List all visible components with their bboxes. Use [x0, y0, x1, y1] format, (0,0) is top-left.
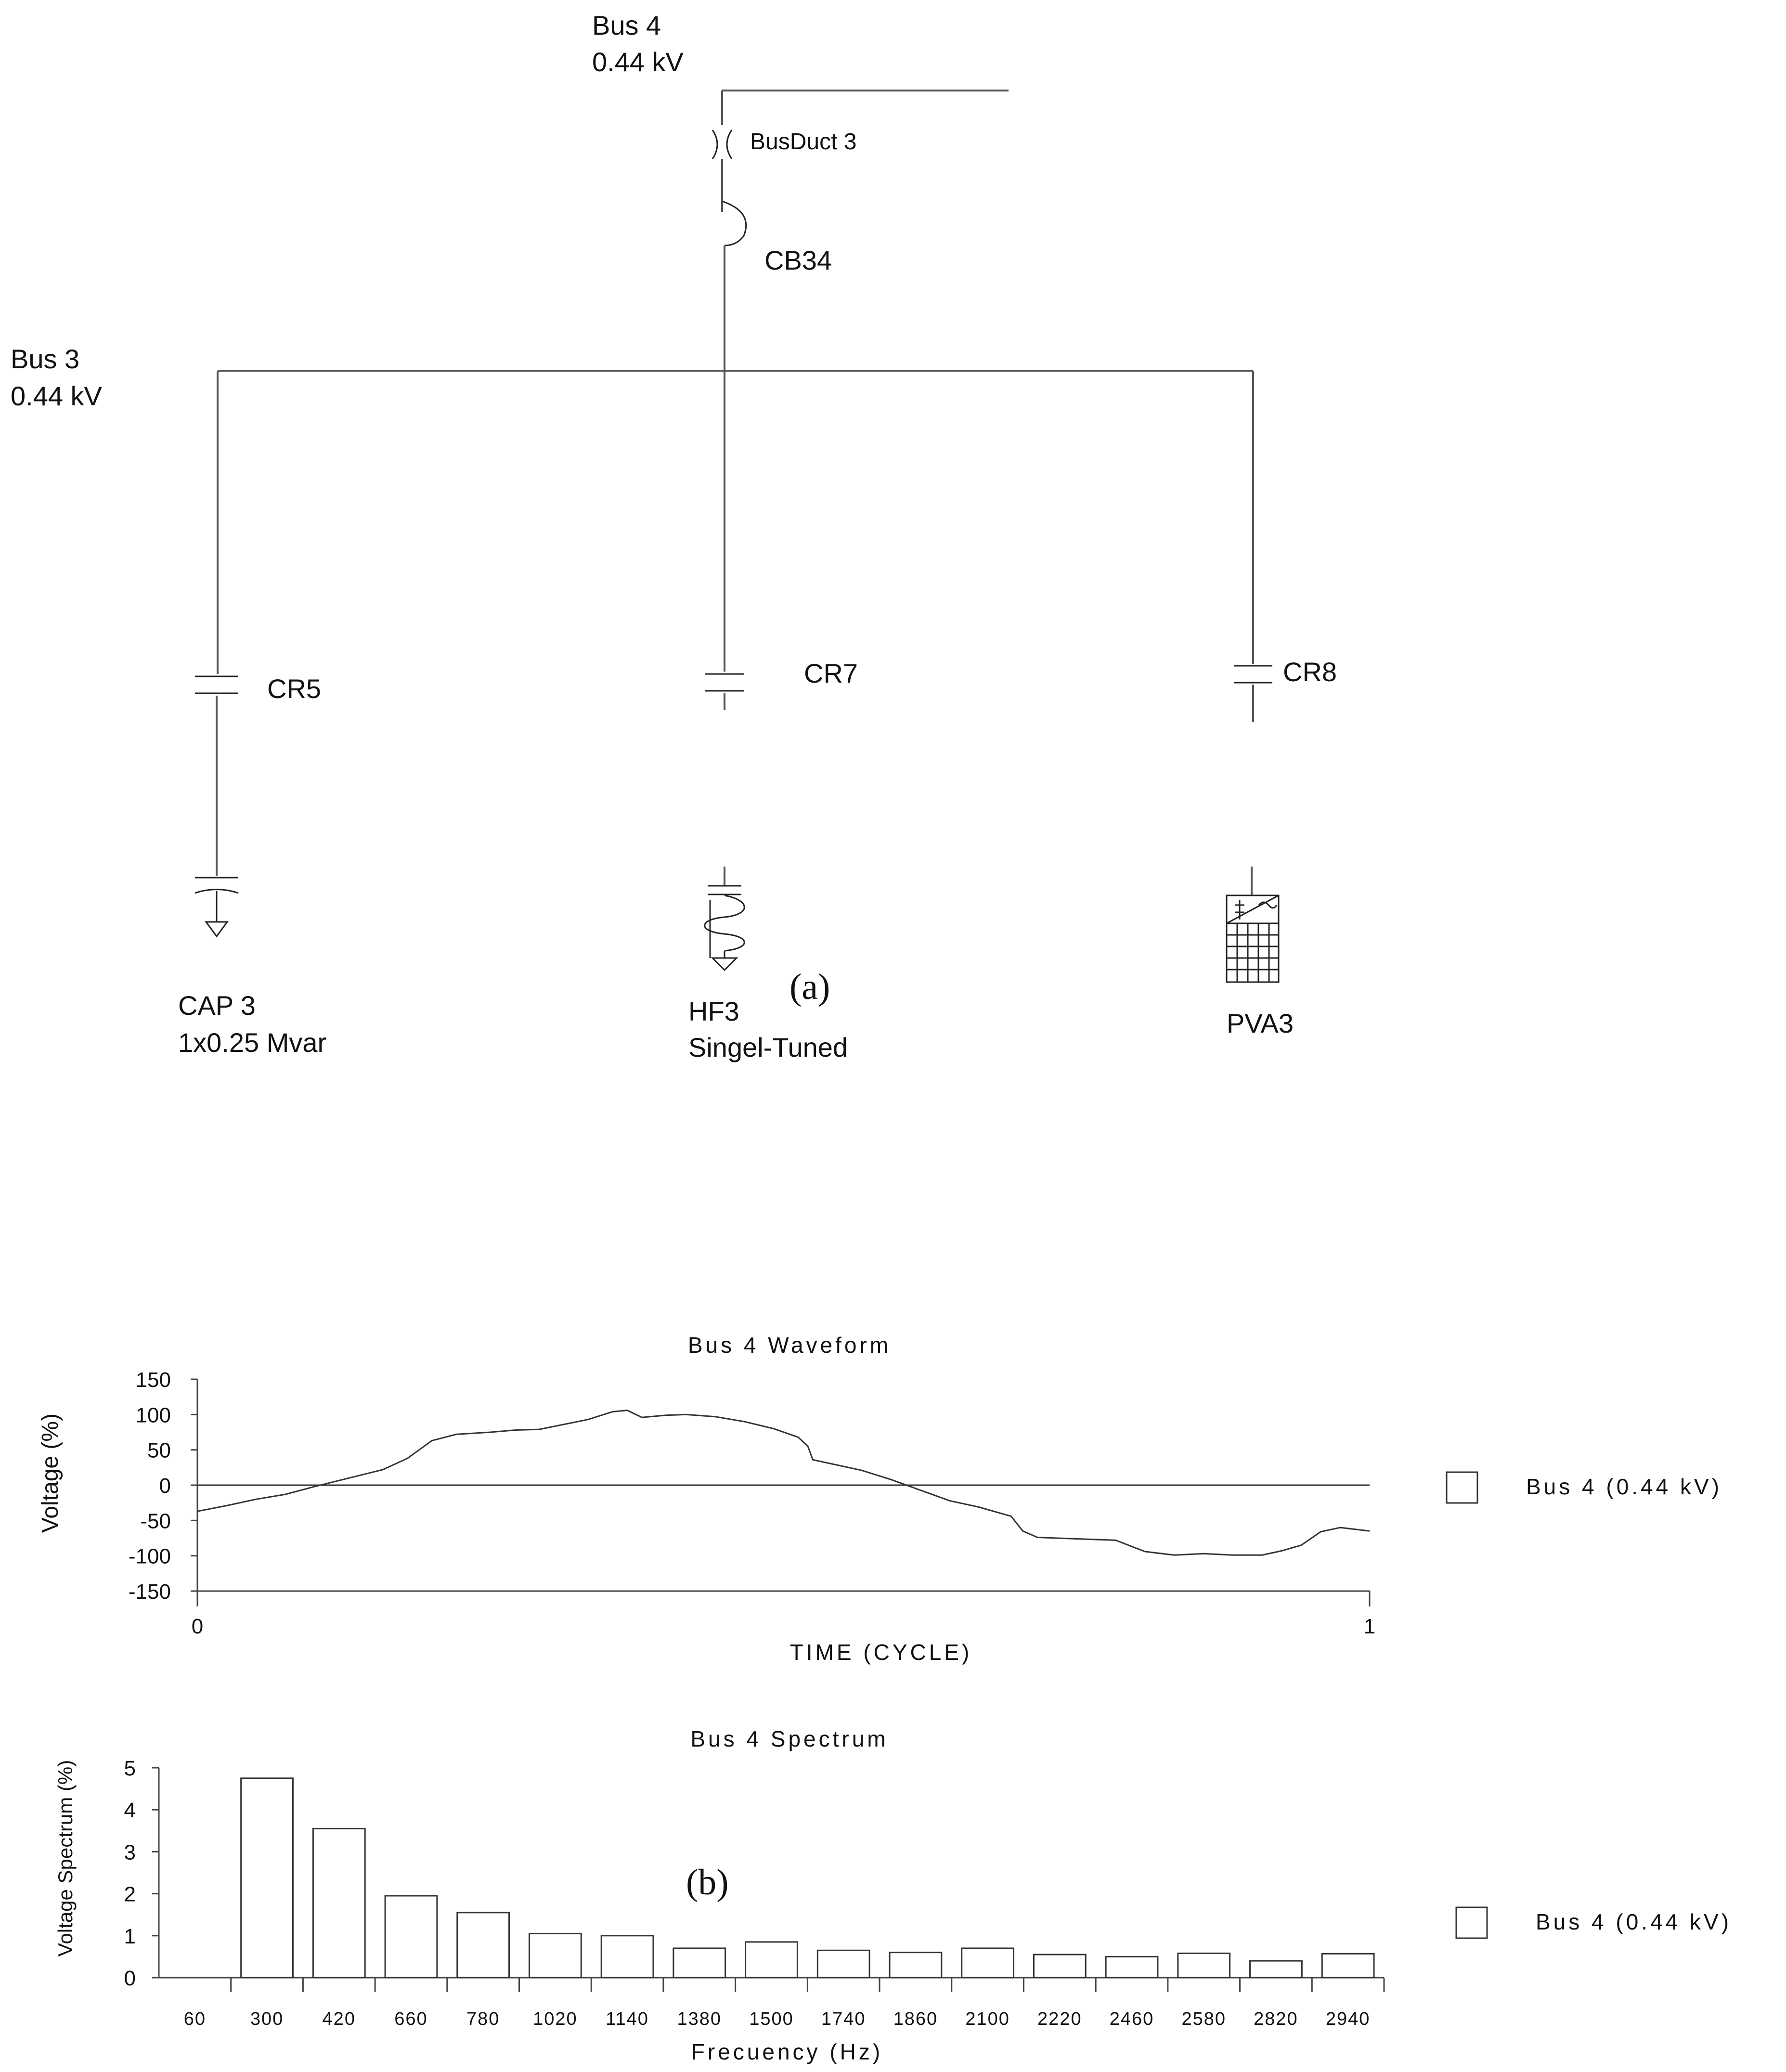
spectrum-bar — [312, 1827, 366, 1979]
panel-a-label: (a) — [789, 967, 830, 1007]
spectrum-xlabel: Frecuency (Hz) — [691, 2039, 883, 2064]
spectrum-bar — [1105, 1955, 1159, 1979]
feeder-cr5 — [194, 371, 239, 938]
spectrum-ytick-label: 1 — [124, 1925, 136, 1948]
spectrum-bar — [600, 1935, 654, 1979]
spectrum-bar — [816, 1949, 870, 1979]
spectrum-xtick-label: 2220 — [1037, 2009, 1082, 2029]
relay-cr5: CR5 — [267, 673, 321, 704]
spectrum-xtick-label: 2580 — [1181, 2009, 1226, 2029]
waveform-xlabel: TIME (CYCLE) — [790, 1640, 972, 1665]
spectrum-bar — [240, 1777, 294, 1979]
spectrum-xtick-label: 2940 — [1326, 2009, 1371, 2029]
waveform-ytick-label: -50 — [140, 1509, 171, 1533]
load-hf3-name: HF3 — [688, 996, 739, 1026]
spectrum-xtick-label: 2100 — [965, 2009, 1010, 2029]
waveform-legend-label: Bus 4 (0.44 kV) — [1526, 1474, 1722, 1499]
spectrum-bar — [1033, 1954, 1087, 1979]
load-hf3-detail: Singel-Tuned — [688, 1032, 848, 1062]
spectrum-bar — [1249, 1960, 1303, 1979]
spectrum-xtick-label: 300 — [250, 2009, 284, 2029]
spectrum-xtick-label: 2460 — [1110, 2009, 1154, 2029]
spectrum-xtick-label: 60 — [184, 2009, 206, 2029]
waveform-xtick-label: 0 — [192, 1615, 203, 1638]
spectrum-ytick-label: 2 — [124, 1883, 136, 1906]
busduct-icon — [712, 130, 733, 159]
spectrum-xtick-label: 780 — [466, 2009, 500, 2029]
load-pva3-name: PVA3 — [1227, 1008, 1294, 1038]
capacitor-icon — [194, 877, 239, 938]
spectrum-xtick-label: 1140 — [606, 2009, 649, 2029]
single-line-diagram: Bus 4 0.44 kV BusDuct 3 CB34 Bus 3 0.44 … — [11, 10, 1337, 1062]
spectrum-xtick-label: 1860 — [893, 2009, 938, 2029]
waveform-ytick-label: 100 — [136, 1403, 171, 1427]
relay-cr7: CR7 — [804, 658, 858, 688]
relay-cr8: CR8 — [1283, 657, 1337, 687]
waveform-title: Bus 4 Waveform — [688, 1333, 891, 1358]
waveform-ytick-label: 150 — [136, 1368, 171, 1392]
breaker-icon — [722, 200, 747, 246]
waveform-legend-swatch — [1446, 1471, 1478, 1504]
spectrum-bar — [384, 1895, 438, 1979]
bus3-name: Bus 3 — [11, 344, 79, 374]
spectrum-bar — [1321, 1953, 1375, 1979]
spectrum-chart: Bus 4 Spectrum Voltage Spectrum (%) Frec… — [54, 1726, 1732, 2064]
waveform-ytick-label: -150 — [129, 1580, 171, 1604]
spectrum-ytick-label: 4 — [124, 1799, 136, 1822]
spectrum-xtick-label: 1740 — [821, 2009, 866, 2029]
spectrum-bar — [528, 1932, 582, 1979]
spectrum-bar — [745, 1941, 798, 1979]
spectrum-ytick-label: 5 — [124, 1757, 136, 1780]
waveform-ytick-label: 50 — [147, 1439, 171, 1463]
waveform-ytick-label: -100 — [129, 1545, 171, 1568]
waveform-xtick-label: 1 — [1364, 1615, 1375, 1638]
spectrum-ylabel: Voltage Spectrum (%) — [54, 1760, 77, 1957]
spectrum-xtick-label: 2820 — [1254, 2009, 1298, 2029]
spectrum-xtick-label: 1500 — [749, 2009, 794, 2029]
bus4-name: Bus 4 — [592, 10, 661, 40]
waveform-series-line — [197, 1409, 1370, 1556]
spectrum-legend-label: Bus 4 (0.44 kV) — [1536, 1909, 1732, 1934]
spectrum-ytick-label: 3 — [124, 1840, 136, 1864]
waveform-ytick-label: 0 — [159, 1474, 171, 1498]
harmonic-filter-icon — [704, 867, 745, 971]
busduct-label: BusDuct 3 — [750, 129, 856, 155]
spectrum-xtick-label: 1380 — [677, 2009, 722, 2029]
spectrum-xtick-label: 420 — [323, 2009, 356, 2029]
waveform-ylabel: Voltage (%) — [38, 1413, 63, 1533]
spectrum-bar — [456, 1912, 510, 1979]
spectrum-bar — [961, 1947, 1015, 1979]
load-cap3-detail: 1x0.25 Mvar — [178, 1027, 326, 1058]
waveform-chart: Bus 4 Waveform Voltage (%) TIME (CYCLE) … — [38, 1333, 1722, 1665]
spectrum-legend-swatch — [1455, 1906, 1488, 1939]
spectrum-bar — [1177, 1952, 1231, 1979]
spectrum-ytick-label: 0 — [124, 1967, 136, 1990]
breaker-label: CB34 — [764, 245, 832, 275]
bus3-voltage: 0.44 kV — [11, 381, 103, 411]
bus4-voltage: 0.44 kV — [592, 47, 684, 77]
spectrum-bar — [889, 1952, 943, 1979]
spectrum-bar — [673, 1947, 726, 1979]
spectrum-title: Bus 4 Spectrum — [690, 1726, 888, 1751]
pv-array-icon — [1226, 867, 1280, 983]
spectrum-xtick-label: 1020 — [533, 2009, 578, 2029]
load-cap3-name: CAP 3 — [178, 990, 256, 1021]
spectrum-xtick-label: 660 — [394, 2009, 427, 2029]
feeder-cr7 — [704, 371, 745, 971]
panel-b-label: (b) — [686, 1862, 729, 1903]
feeder-cr8 — [1226, 371, 1280, 983]
